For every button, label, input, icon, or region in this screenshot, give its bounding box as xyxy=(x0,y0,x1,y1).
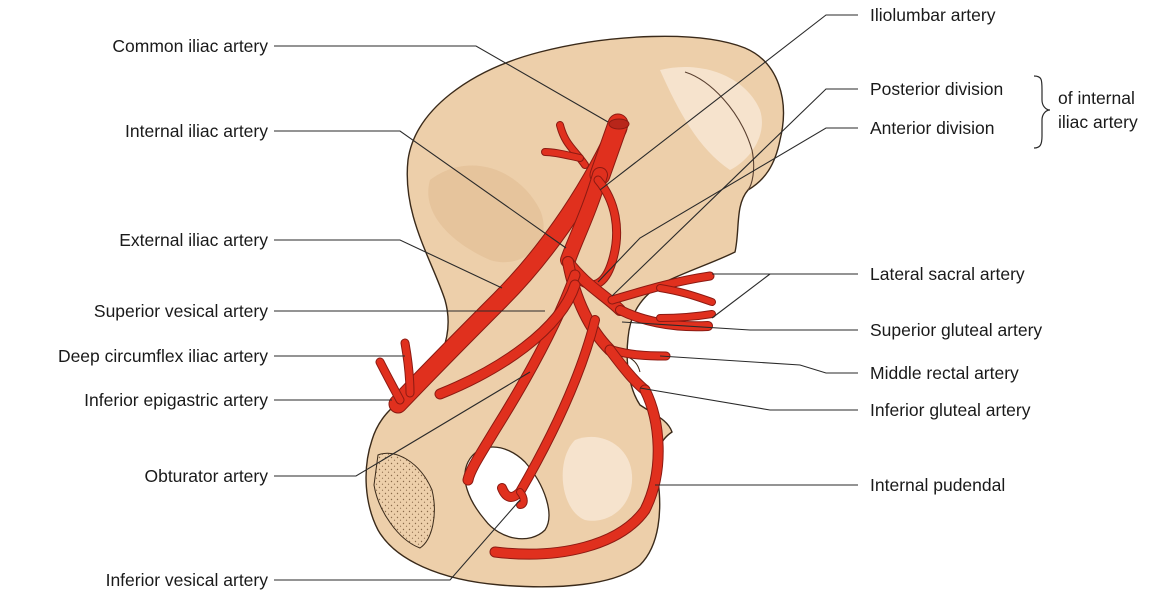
inferior-epigastric-artery xyxy=(380,362,400,400)
leader-lateral-sacral-2 xyxy=(712,274,770,318)
label-internal-pudendal: Internal pudendal xyxy=(870,475,1005,495)
left-labels: Common iliac artery Internal iliac arter… xyxy=(58,36,268,590)
label-external-iliac: External iliac artery xyxy=(119,230,268,250)
leader-inferior-gluteal xyxy=(640,388,858,410)
label-deep-circumflex-iliac: Deep circumflex iliac artery xyxy=(58,346,268,366)
common-iliac-cut-end xyxy=(609,119,629,129)
label-group-line2: iliac artery xyxy=(1058,112,1138,132)
right-labels: Iliolumbar artery Posterior division Ant… xyxy=(870,5,1138,495)
label-internal-iliac: Internal iliac artery xyxy=(125,121,268,141)
label-lateral-sacral: Lateral sacral artery xyxy=(870,264,1025,284)
label-iliolumbar: Iliolumbar artery xyxy=(870,5,996,25)
label-middle-rectal: Middle rectal artery xyxy=(870,363,1019,383)
label-superior-vesical: Superior vesical artery xyxy=(94,301,268,321)
label-obturator: Obturator artery xyxy=(144,466,268,486)
division-brace xyxy=(1034,76,1050,148)
label-inferior-gluteal: Inferior gluteal artery xyxy=(870,400,1031,420)
label-inferior-vesical: Inferior vesical artery xyxy=(106,570,269,590)
label-superior-gluteal: Superior gluteal artery xyxy=(870,320,1042,340)
label-group-line1: of internal xyxy=(1058,88,1135,108)
label-common-iliac: Common iliac artery xyxy=(112,36,268,56)
label-anterior-division: Anterior division xyxy=(870,118,995,138)
leader-middle-rectal xyxy=(660,356,858,373)
inferior-vesical-branch xyxy=(520,492,524,505)
label-posterior-division: Posterior division xyxy=(870,79,1003,99)
label-inferior-epigastric: Inferior epigastric artery xyxy=(84,390,268,410)
